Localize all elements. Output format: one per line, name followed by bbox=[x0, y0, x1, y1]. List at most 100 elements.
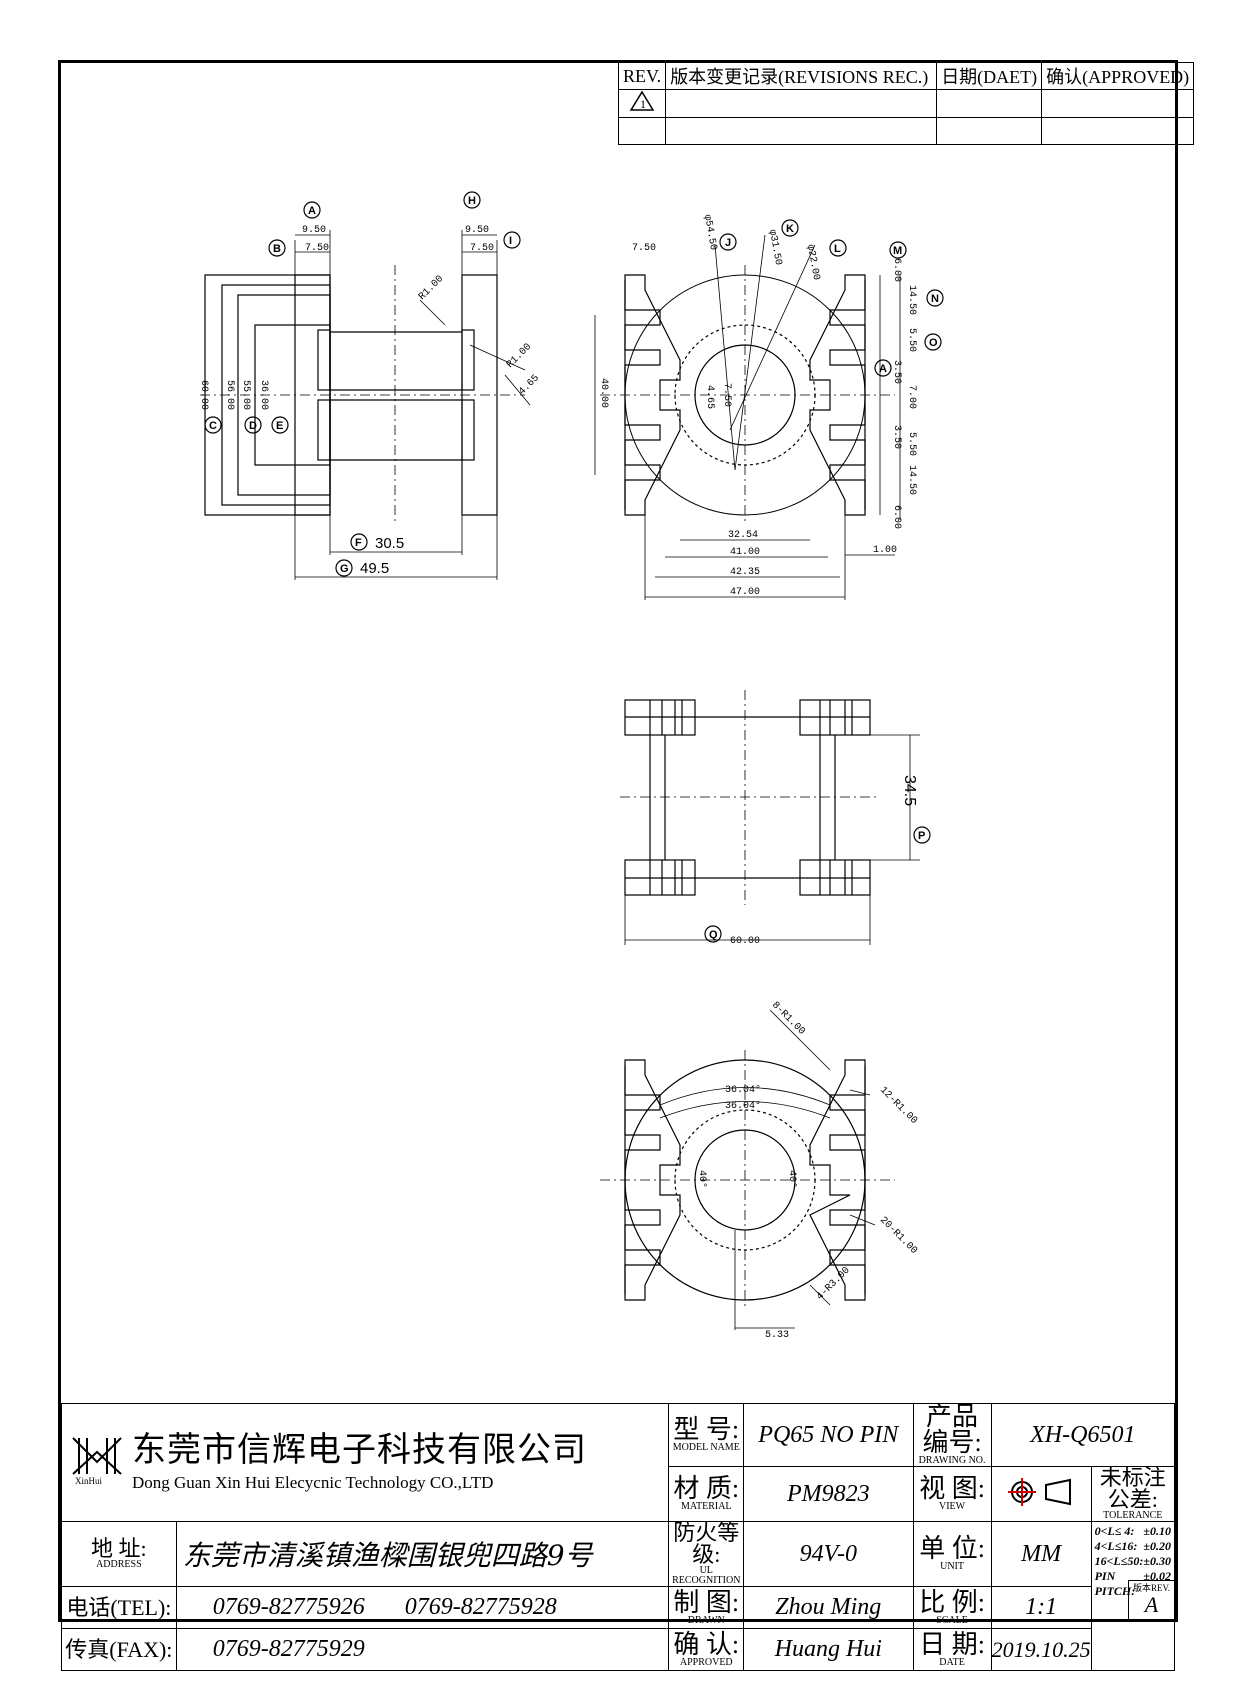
svg-text:A: A bbox=[308, 205, 316, 217]
dim-d: 56.00 bbox=[224, 380, 235, 410]
date-value: 2019.10.25 bbox=[990, 1628, 1092, 1671]
dim-550b: 5.50 bbox=[906, 432, 917, 456]
drawn-label: 制 图:DRAWN bbox=[668, 1586, 745, 1629]
radius-8: 8-R1.00 bbox=[769, 1000, 806, 1037]
svg-text:E: E bbox=[276, 420, 283, 432]
company-cell: XinHui 东莞市信辉电子科技有限公司 Dong Guan Xin Hui E… bbox=[60, 1403, 670, 1522]
scale-label: 比 例:SCALE bbox=[912, 1586, 992, 1629]
dim-o: 5.50 bbox=[906, 328, 917, 352]
address-value: 东莞市清溪镇渔樑围银兜四路9号 bbox=[175, 1521, 670, 1587]
svg-text:J: J bbox=[725, 237, 731, 249]
revision-table: REV. 版本变更记录(REVISIONS REC.) 日期(DAET) 确认(… bbox=[617, 62, 1195, 145]
company-name-en: Dong Guan Xin Hui Elecycnic Technology C… bbox=[132, 1472, 494, 1492]
dim-465b: 4.65 bbox=[704, 385, 715, 409]
radius-12: 12-R1.00 bbox=[877, 1085, 919, 1127]
bottom-view-labels: 36.04° 36.04° 40° 40° 8-R1.00 12-R1.00 2… bbox=[696, 1000, 919, 1341]
dim-100: 1.00 bbox=[873, 545, 897, 556]
svg-text:K: K bbox=[786, 223, 794, 235]
dim-p: 34.5 bbox=[901, 775, 918, 806]
revision-triangle-icon: 1 bbox=[629, 90, 655, 111]
approved-header: 确认(APPROVED) bbox=[1041, 62, 1195, 90]
letter-n-marker: N bbox=[926, 289, 944, 307]
svg-text:F: F bbox=[355, 537, 362, 549]
dim-4100: 41.00 bbox=[730, 547, 760, 558]
svg-text:P: P bbox=[918, 830, 925, 842]
title-block: XinHui 东莞市信辉电子科技有限公司 Dong Guan Xin Hui E… bbox=[60, 1403, 1176, 1671]
svg-text:C: C bbox=[209, 420, 217, 432]
svg-text:Q: Q bbox=[709, 929, 718, 941]
letter-i-marker: I bbox=[503, 231, 521, 249]
angle-2: 36.04° bbox=[725, 1100, 761, 1112]
tolerance-header: 未标注公差:TOLERANCE bbox=[1090, 1466, 1176, 1522]
letter-a-marker: A bbox=[303, 201, 321, 219]
company-logo: XinHui bbox=[62, 1434, 132, 1491]
angle-40-right: 40° bbox=[786, 1170, 798, 1188]
dim-350a: 3.50 bbox=[891, 360, 902, 384]
dim-r1-top: R1.00 bbox=[417, 274, 446, 303]
svg-text:B: B bbox=[273, 243, 281, 255]
dim-i: 7.50 bbox=[470, 243, 494, 254]
svg-text:N: N bbox=[931, 293, 939, 305]
drawing-no-label: 产品编号:DRAWING NO. bbox=[912, 1403, 992, 1467]
letter-j-marker: J bbox=[719, 233, 737, 251]
svg-text:I: I bbox=[509, 235, 512, 247]
radius-4: 4-R3.00 bbox=[815, 1265, 852, 1302]
unit-value: MM bbox=[990, 1521, 1092, 1587]
circled-letters: A B C D E F G H I J K L M N O A P Q bbox=[204, 191, 944, 943]
bottom-view bbox=[600, 1009, 895, 1330]
top-view-labels: 7.50 φ54.50 φ31.50 φ22.00 6.00 14.50 5.5… bbox=[598, 214, 917, 598]
svg-text:XinHui: XinHui bbox=[75, 1476, 102, 1486]
material-label: 材 质:MATERIAL bbox=[668, 1466, 745, 1522]
front-view bbox=[620, 690, 920, 945]
date-label: 日 期:DATE bbox=[912, 1628, 992, 1671]
letter-o-marker: O bbox=[924, 333, 942, 351]
dim-3254: 32.54 bbox=[728, 530, 758, 541]
top-view bbox=[594, 234, 901, 600]
company-name-cn: 东莞市信辉电子科技有限公司 bbox=[132, 1429, 587, 1470]
projection-symbol bbox=[990, 1466, 1092, 1522]
scale-value: 1:1 bbox=[990, 1586, 1092, 1629]
ul-value: 94V-0 bbox=[743, 1521, 914, 1587]
dim-350b: 3.50 bbox=[891, 425, 902, 449]
svg-text:O: O bbox=[929, 337, 938, 349]
letter-e-marker: E bbox=[271, 416, 289, 434]
fax-value: 0769-82775929 bbox=[175, 1628, 670, 1671]
svg-text:L: L bbox=[834, 243, 841, 255]
letter-g-marker: G bbox=[335, 559, 353, 577]
angle-40-left: 40° bbox=[696, 1170, 708, 1188]
dim-n: 14.50 bbox=[906, 285, 917, 315]
letter-l-marker: L bbox=[829, 239, 847, 257]
tel-label: 电话(TEL): bbox=[61, 1586, 177, 1629]
dim-750b: 7.50 bbox=[721, 383, 732, 407]
ul-label: 防火等级:UL RECOGNITION bbox=[668, 1521, 745, 1587]
approved-label: 确 认:APPROVED bbox=[668, 1628, 745, 1671]
letter-a2-marker: A bbox=[874, 359, 892, 377]
first-angle-projection-icon bbox=[1008, 1477, 1072, 1506]
dim-f: 30.5 bbox=[375, 535, 404, 552]
dim-750: 7.50 bbox=[632, 243, 656, 254]
approved-value: Huang Hui bbox=[743, 1628, 914, 1671]
dim-4235: 42.35 bbox=[730, 567, 760, 578]
rev-box: 版本REV. A bbox=[1128, 1580, 1174, 1622]
dim-c: 60.00 bbox=[198, 380, 209, 410]
view-label: 视 图:VIEW bbox=[912, 1466, 992, 1522]
front-view-labels: 34.5 60.00 bbox=[730, 775, 918, 947]
side-view bbox=[200, 230, 531, 580]
dim-4000: 40.00 bbox=[598, 378, 609, 408]
dim-700: 7.00 bbox=[906, 385, 917, 409]
dim-g: 49.5 bbox=[360, 560, 389, 577]
fax-label: 传真(FAX): bbox=[61, 1628, 177, 1671]
letter-b-marker: B bbox=[268, 239, 286, 257]
dim-k: φ31.50 bbox=[766, 229, 783, 266]
dim-j: φ54.50 bbox=[701, 214, 718, 251]
drawn-value: Zhou Ming bbox=[743, 1586, 914, 1629]
dim-h: 9.50 bbox=[465, 225, 489, 236]
drawing-no-value: XH-Q6501 bbox=[990, 1403, 1176, 1467]
address-label: 地 址:ADDRESS bbox=[61, 1521, 177, 1587]
side-view-labels: 9.50 7.50 9.50 7.50 R1.00 R1.00 4.65 60.… bbox=[198, 225, 542, 577]
letter-m-marker: M bbox=[889, 241, 907, 259]
dim-m: 6.00 bbox=[891, 258, 902, 282]
unit-label: 单 位:UNIT bbox=[912, 1521, 992, 1587]
